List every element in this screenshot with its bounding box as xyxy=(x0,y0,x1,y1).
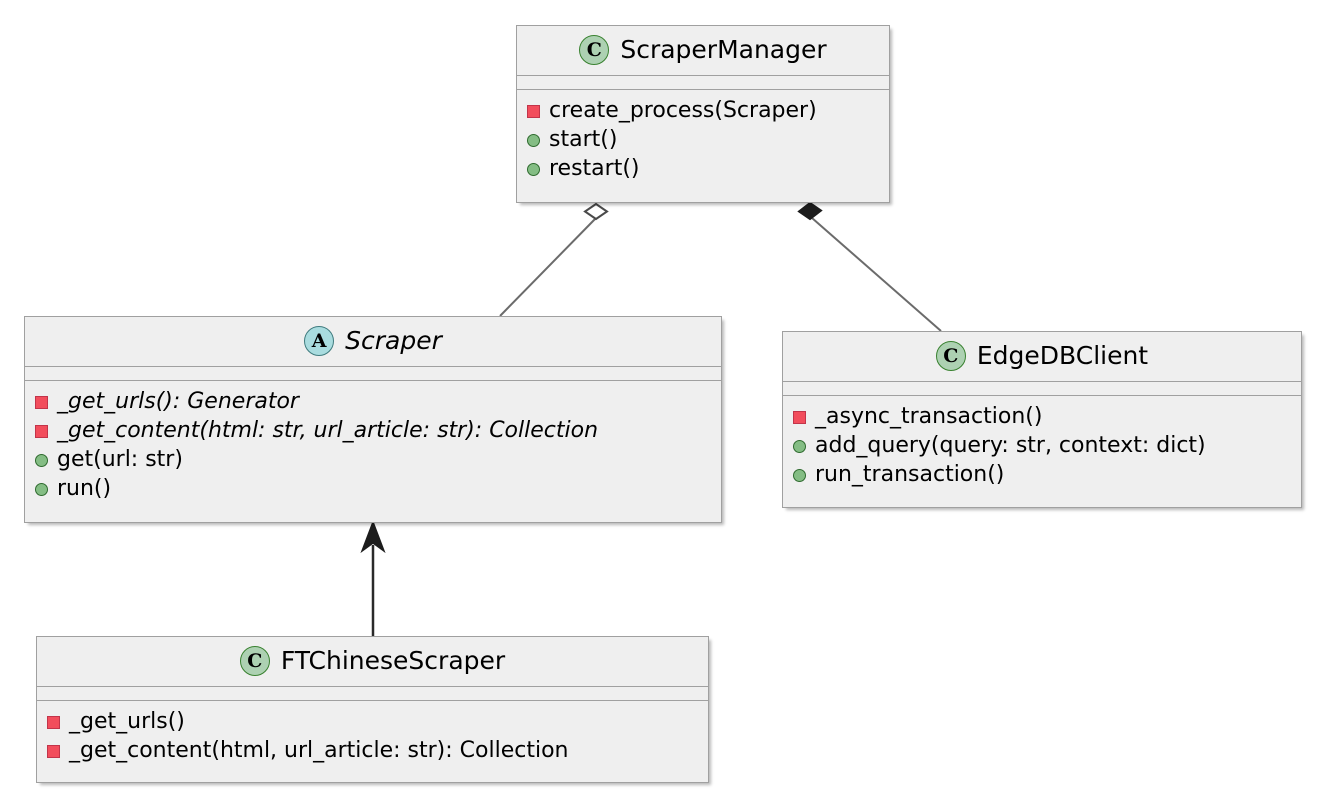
header-divider xyxy=(783,381,1301,382)
attributes-divider xyxy=(25,380,721,381)
class-name-scraper-manager: ScraperManager xyxy=(620,34,827,64)
methods-compartment-scraper-manager: create_process(Scraper) start() restart(… xyxy=(517,90,889,193)
method-row[interactable]: _get_content(html, url_article: str): Co… xyxy=(47,737,698,766)
class-header-ftchinese-scraper: C FTChineseScraper xyxy=(37,637,708,686)
class-badge-icon: C xyxy=(579,35,610,65)
method-label: create_process(Scraper) xyxy=(549,98,817,124)
method-label: _get_urls() xyxy=(69,709,185,735)
header-divider xyxy=(517,75,889,76)
method-row[interactable]: _get_urls() xyxy=(47,708,698,737)
class-box-scraper[interactable]: A Scraper _get_urls(): Generator _get_co… xyxy=(24,316,722,523)
method-label: _get_content(html, url_article: str): Co… xyxy=(69,738,569,764)
filled-diamond-icon xyxy=(797,201,823,221)
class-box-scraper-manager[interactable]: C ScraperManager create_process(Scraper)… xyxy=(516,25,890,203)
method-label: get(url: str) xyxy=(57,447,183,473)
method-row[interactable]: restart() xyxy=(527,155,879,184)
method-label: add_query(query: str, context: dict) xyxy=(815,433,1206,459)
class-name-edgedb-client: EdgeDBClient xyxy=(976,340,1149,370)
attributes-divider xyxy=(517,89,889,90)
class-badge-icon: C xyxy=(935,341,966,371)
hollow-diamond-icon xyxy=(583,202,609,221)
method-label: _get_urls(): Generator xyxy=(57,389,299,415)
relationship-manager-composes-edgedbclient xyxy=(797,201,942,332)
method-row[interactable]: start() xyxy=(527,126,879,155)
methods-compartment-scraper: _get_urls(): Generator _get_content(html… xyxy=(25,381,721,513)
method-row[interactable]: get(url: str) xyxy=(35,446,711,475)
private-visibility-icon xyxy=(47,716,60,729)
header-divider xyxy=(37,686,708,687)
composition-line xyxy=(811,217,942,332)
method-row[interactable]: _async_transaction() xyxy=(793,403,1291,432)
method-label: restart() xyxy=(549,156,640,182)
methods-compartment-edgedb-client: _async_transaction() add_query(query: st… xyxy=(783,396,1301,499)
aggregation-line xyxy=(499,217,597,317)
public-visibility-icon xyxy=(527,163,540,176)
attributes-divider xyxy=(37,700,708,701)
attributes-compartment-edgedb-client xyxy=(783,382,1301,395)
attributes-compartment-ftchinese-scraper xyxy=(37,687,708,700)
class-box-edgedb-client[interactable]: C EdgeDBClient _async_transaction() add_… xyxy=(782,331,1302,508)
class-name-scraper: Scraper xyxy=(345,325,442,355)
class-name-ftchinese-scraper: FTChineseScraper xyxy=(280,645,506,675)
relationship-manager-aggregates-scraper xyxy=(499,202,609,317)
abstract-class-badge-icon: A xyxy=(304,326,335,356)
method-row[interactable]: create_process(Scraper) xyxy=(527,97,879,126)
method-label: run() xyxy=(57,476,112,502)
method-row[interactable]: _get_content(html: str, url_article: str… xyxy=(35,417,711,446)
class-header-edgedb-client: C EdgeDBClient xyxy=(783,332,1301,381)
class-header-scraper: A Scraper xyxy=(25,317,721,366)
method-row[interactable]: run() xyxy=(35,475,711,504)
class-badge-icon: C xyxy=(239,646,270,676)
class-header-scraper-manager: C ScraperManager xyxy=(517,26,889,75)
attributes-divider xyxy=(783,395,1301,396)
method-label: _get_content(html: str, url_article: str… xyxy=(57,418,599,444)
private-visibility-icon xyxy=(35,425,48,438)
method-row[interactable]: run_transaction() xyxy=(793,461,1291,490)
public-visibility-icon xyxy=(35,483,48,496)
public-visibility-icon xyxy=(793,440,806,453)
private-visibility-icon xyxy=(527,105,540,118)
private-visibility-icon xyxy=(35,396,48,409)
attributes-compartment-scraper xyxy=(25,367,721,380)
solid-arrowhead-icon xyxy=(360,519,386,554)
method-row[interactable]: add_query(query: str, context: dict) xyxy=(793,432,1291,461)
public-visibility-icon xyxy=(527,134,540,147)
header-divider xyxy=(25,366,721,367)
public-visibility-icon xyxy=(793,469,806,482)
methods-compartment-ftchinese-scraper: _get_urls() _get_content(html, url_artic… xyxy=(37,701,708,775)
private-visibility-icon xyxy=(47,745,60,758)
relationship-ftchinese-extends-scraper xyxy=(360,519,386,636)
public-visibility-icon xyxy=(35,454,48,467)
method-label: start() xyxy=(549,127,618,153)
class-box-ftchinese-scraper[interactable]: C FTChineseScraper _get_urls() _get_cont… xyxy=(36,636,709,783)
private-visibility-icon xyxy=(793,411,806,424)
method-row[interactable]: _get_urls(): Generator xyxy=(35,388,711,417)
attributes-compartment-scraper-manager xyxy=(517,76,889,89)
method-label: _async_transaction() xyxy=(815,404,1043,430)
method-label: run_transaction() xyxy=(815,462,1005,488)
